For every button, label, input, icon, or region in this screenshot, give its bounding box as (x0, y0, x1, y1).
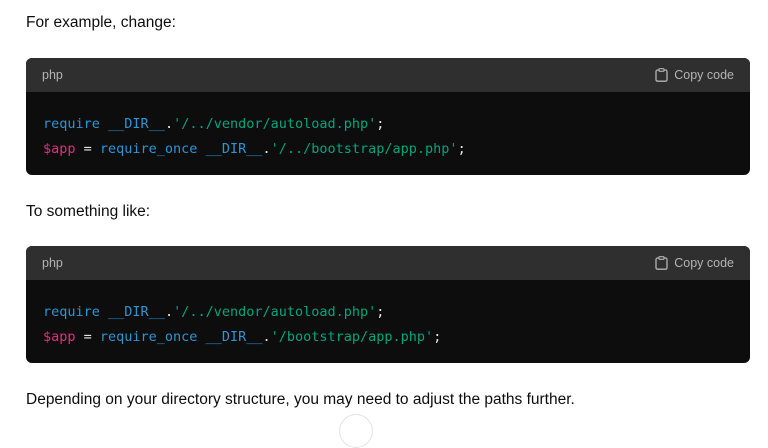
copy-code-label: Copy code (674, 256, 734, 270)
code-token: . (262, 141, 271, 157)
code-token: require_once (99, 329, 198, 345)
code-token: = (75, 329, 100, 345)
code-token: '/bootstrap/app.php' (270, 329, 434, 345)
code-token: . (164, 304, 174, 320)
code-header: php Copy code (26, 58, 750, 92)
code-token: __DIR__ (99, 116, 165, 132)
code-block: php Copy code require __DIR__.'/../vendo… (26, 58, 750, 175)
copy-code-button[interactable]: Copy code (655, 256, 734, 270)
copy-code-label: Copy code (674, 68, 734, 82)
code-token: . (164, 116, 174, 132)
code-token: require (43, 304, 100, 320)
clipboard-icon (655, 256, 668, 270)
code-content: require __DIR__.'/../vendor/autoload.php… (26, 92, 750, 162)
code-token: $app (43, 329, 76, 345)
code-token: __DIR__ (197, 141, 263, 157)
intro-text: For example, change: (26, 14, 176, 31)
copy-code-button[interactable]: Copy code (655, 68, 734, 82)
code-token: __DIR__ (99, 304, 165, 320)
code-token: '/../vendor/autoload.php' (173, 304, 377, 320)
code-header: php Copy code (26, 246, 750, 280)
code-token: '/../vendor/autoload.php' (173, 116, 377, 132)
code-token: require_once (99, 141, 198, 157)
code-language: php (42, 68, 63, 82)
code-token: require (43, 116, 100, 132)
middle-text: To something like: (26, 203, 151, 220)
code-token: __DIR__ (197, 329, 263, 345)
code-token: ; (433, 329, 442, 345)
code-token: ; (457, 141, 466, 157)
code-content: require __DIR__.'/../vendor/autoload.php… (26, 280, 750, 350)
scroll-down-button[interactable] (339, 414, 373, 448)
clipboard-icon (655, 68, 668, 82)
code-token: ; (376, 116, 385, 132)
code-block: php Copy code require __DIR__.'/../vendo… (26, 246, 750, 363)
code-token: '/../bootstrap/app.php' (270, 141, 458, 157)
code-token: = (75, 141, 100, 157)
closing-text: Depending on your directory structure, y… (26, 391, 575, 408)
code-token: . (262, 329, 271, 345)
code-token: $app (43, 141, 76, 157)
code-token: ; (376, 304, 385, 320)
code-language: php (42, 256, 63, 270)
